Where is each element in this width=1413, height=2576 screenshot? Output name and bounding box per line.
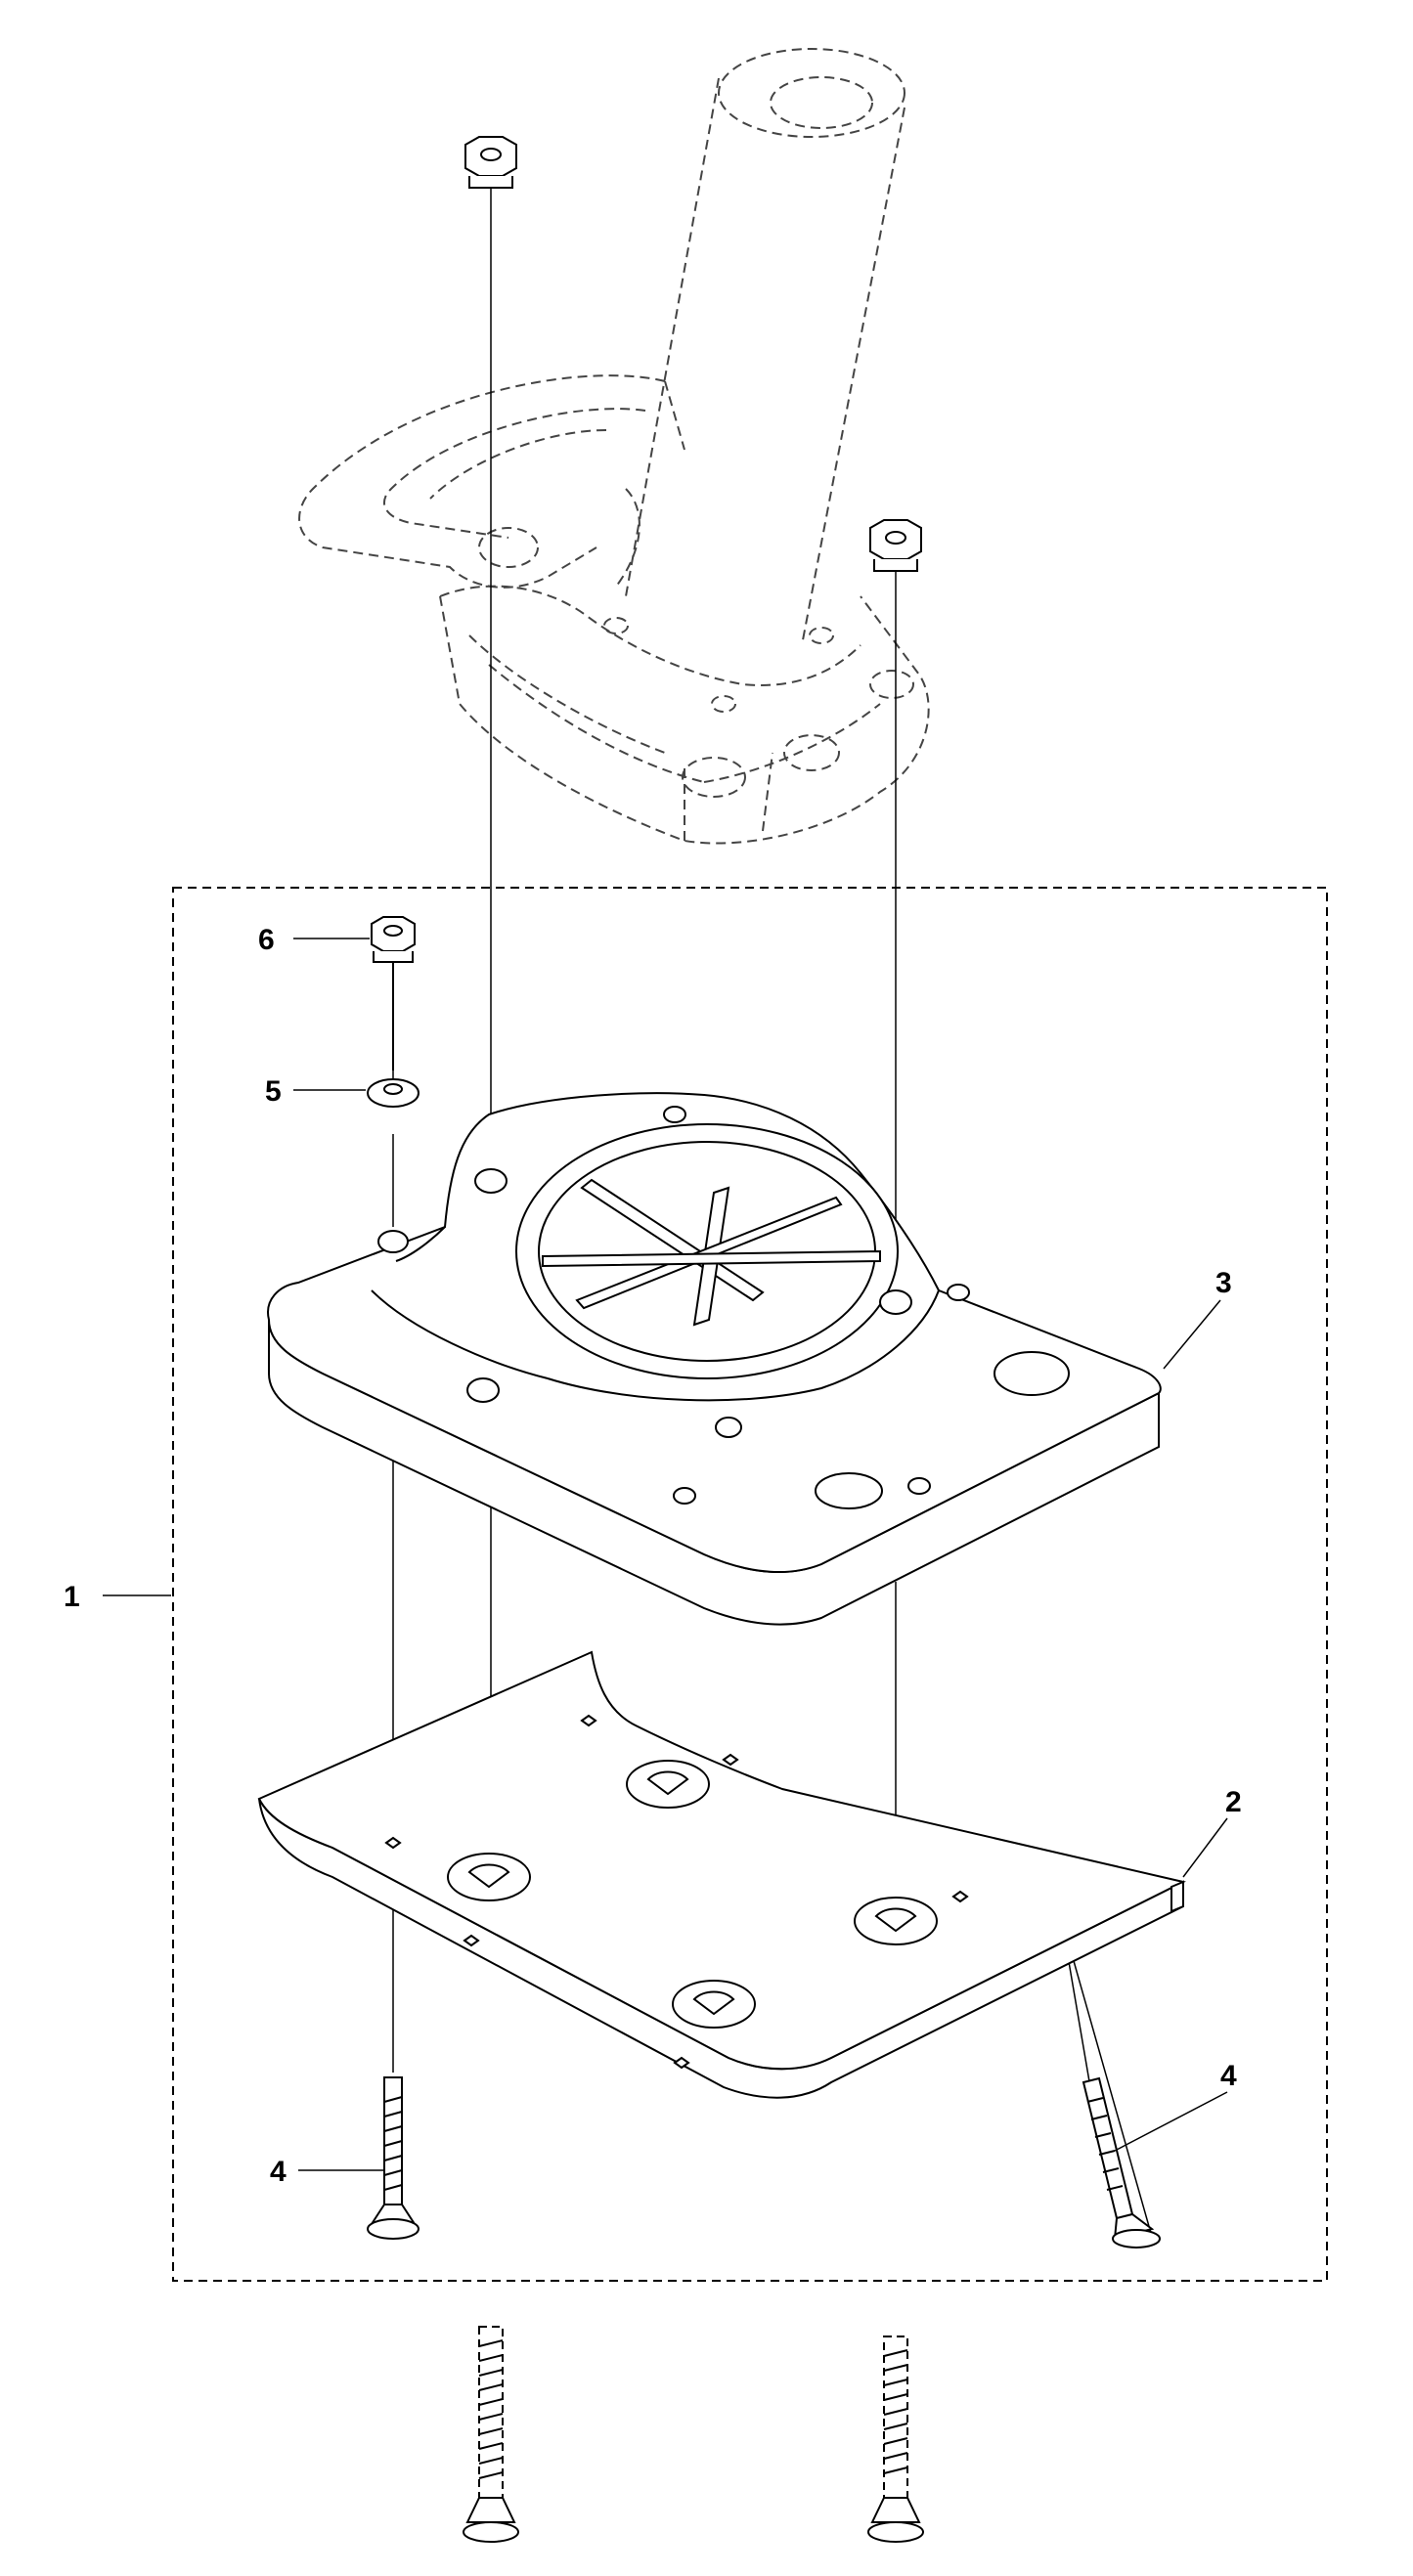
washer-part-5 xyxy=(367,1078,419,1108)
screw-part-4-left xyxy=(367,2076,419,2240)
callout-5: 5 xyxy=(265,1075,282,1108)
callout-6: 6 xyxy=(258,924,275,956)
callout-3: 3 xyxy=(1215,1267,1232,1299)
callout-1: 1 xyxy=(64,1581,80,1613)
callout-leaders xyxy=(103,938,1228,2171)
ghost-long-bolts xyxy=(463,2326,924,2543)
nut-part-6 xyxy=(371,916,416,1070)
ghost-nuts xyxy=(464,136,922,572)
callout-2: 2 xyxy=(1225,1786,1242,1818)
screw-part-4-right xyxy=(1082,2076,1161,2249)
callout-4-right: 4 xyxy=(1220,2060,1237,2092)
kit-boundary xyxy=(172,887,1328,2282)
callout-4-left: 4 xyxy=(270,2156,287,2188)
ghost-handle-assembly xyxy=(298,48,930,845)
skid-plate xyxy=(257,1650,1186,2099)
base-plate xyxy=(267,1092,1162,1626)
